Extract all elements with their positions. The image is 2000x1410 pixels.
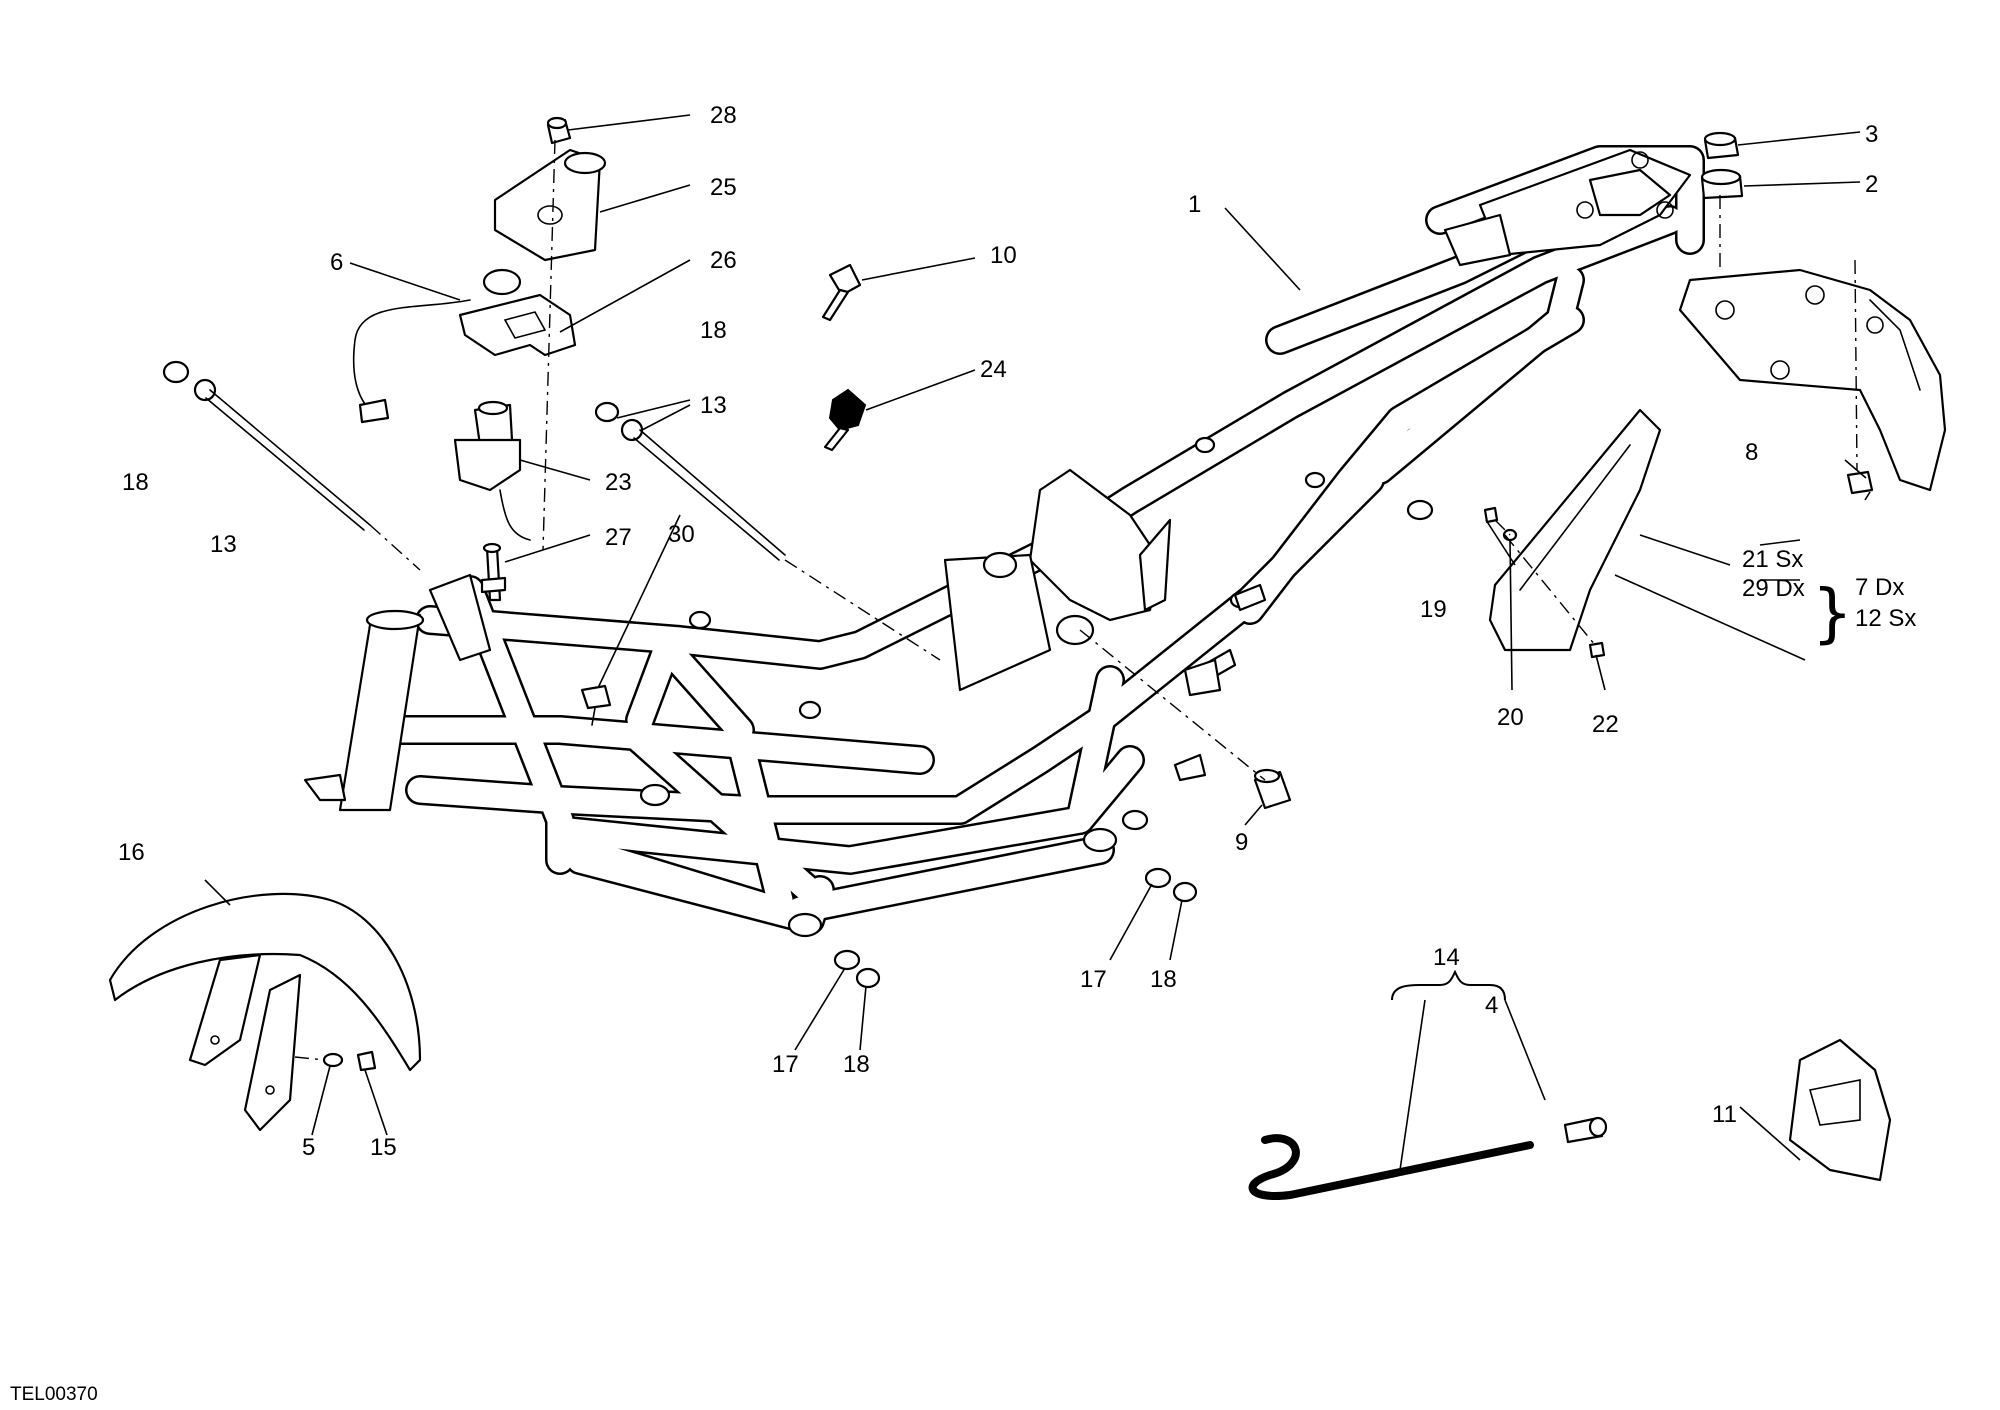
rubber-bushing-part [833,867,1198,989]
trellis-frame [303,145,1705,938]
sensor-cable-part [352,268,522,424]
callout-2: 2 [1865,171,1878,198]
leader-lines [204,114,1871,1171]
plug-cap-part [162,360,620,423]
ignition-lock-part [453,400,531,541]
swingarm-pivot-plate [943,468,1172,692]
callout-25: 25 [710,174,737,201]
callout-13-left: 13 [210,531,237,558]
mudguard-screw-part [322,1050,377,1072]
long-bolt-part [193,378,786,561]
rear-hugger-part [1678,268,1947,492]
callout-26: 26 [710,247,737,274]
key-part [821,263,862,322]
callout-15: 15 [370,1134,397,1161]
callout-11: 11 [1712,1101,1737,1128]
callout-17-right: 17 [1080,966,1107,993]
spacer-part [1253,768,1292,810]
callout-18-right: 18 [1150,966,1177,993]
callout-17-left: 17 [772,1051,799,1078]
stem-cover-part [493,148,607,262]
assembly-axis-lines [294,139,1858,1061]
callout-13-center: 13 [700,392,727,419]
drawing-code: TEL00370 [10,1384,98,1405]
corner-cover-part [1788,1038,1892,1182]
frame-brackets [639,436,1434,938]
callout-20: 20 [1497,704,1524,731]
callout-23: 23 [605,469,632,496]
callout-6: 6 [330,249,343,276]
callout-4: 4 [1485,992,1498,1019]
lock-bolt-part [480,542,507,602]
side-variant-7-dx: 7 Dx [1855,574,1904,601]
callout-9: 9 [1235,829,1248,856]
callout-16: 16 [118,839,145,866]
callout-1: 1 [1188,191,1201,218]
callout-22: 22 [1592,711,1619,738]
callout-19: 19 [1420,596,1447,623]
callout-24: 24 [980,356,1007,383]
side-cover-part [1483,408,1662,659]
callout-3: 3 [1865,121,1878,148]
steering-head [303,573,492,812]
front-mudguard-part [108,892,422,1132]
side-variant-21-sx: 21 Sx [1742,546,1803,573]
cable-clip-part [580,684,612,726]
choke-cable-part [1248,1116,1608,1200]
callout-30: 30 [668,521,695,548]
callout-18-left: 18 [122,469,149,496]
callout-8: 8 [1745,439,1758,466]
callout-18-center: 18 [700,317,727,344]
bracket-plate-part [458,293,577,357]
nut-part [1846,470,1874,495]
callout-labels: 28 25 6 26 18 13 23 27 18 13 10 24 30 1 … [10,102,1916,1405]
side-variant-12-sx: 12 Sx [1855,605,1916,632]
callout-10: 10 [990,242,1017,269]
callout-14: 14 [1433,944,1460,971]
callout-18-bottom: 18 [843,1051,870,1078]
subframe-plate [1443,148,1692,267]
callout-28: 28 [710,102,737,129]
side-variant-29-dx: 29 Dx [1742,575,1805,602]
grommet-part [1700,131,1744,200]
callout-27: 27 [605,524,632,551]
variant-brace: } [1812,577,1853,651]
cap-nut-part [546,116,572,145]
key-rubber-part [823,388,867,452]
callout-5: 5 [302,1134,315,1161]
